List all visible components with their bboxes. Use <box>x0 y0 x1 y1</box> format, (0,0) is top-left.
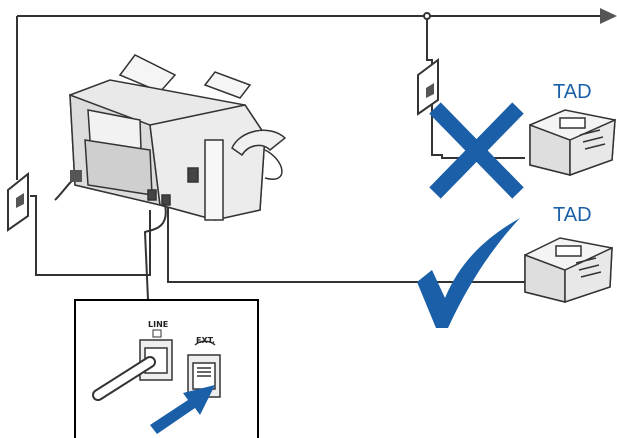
check-mark-icon <box>417 218 520 328</box>
arrow-right-icon <box>600 8 617 24</box>
tad-label-bottom: TAD <box>553 204 592 226</box>
fax-machine <box>69 54 287 221</box>
line-cable-inner <box>94 358 154 399</box>
power-cord <box>54 170 82 201</box>
inset-frame <box>74 299 259 438</box>
insert-arrow-icon <box>150 385 215 434</box>
port-label-line: LINE <box>148 320 168 329</box>
x-mark-icon <box>429 102 524 199</box>
answering-machine-bottom <box>524 237 613 304</box>
phone-line-wires <box>16 15 600 301</box>
wall-jack-right <box>417 58 439 116</box>
line-port-icon <box>152 329 162 338</box>
answering-machine-top <box>529 109 616 177</box>
tad-label-top: TAD <box>553 81 592 103</box>
wall-jack-left <box>7 171 29 232</box>
port-label-ext: EXT. <box>196 336 215 345</box>
ext-phone-icon <box>194 340 216 346</box>
wire-junction <box>423 12 431 20</box>
